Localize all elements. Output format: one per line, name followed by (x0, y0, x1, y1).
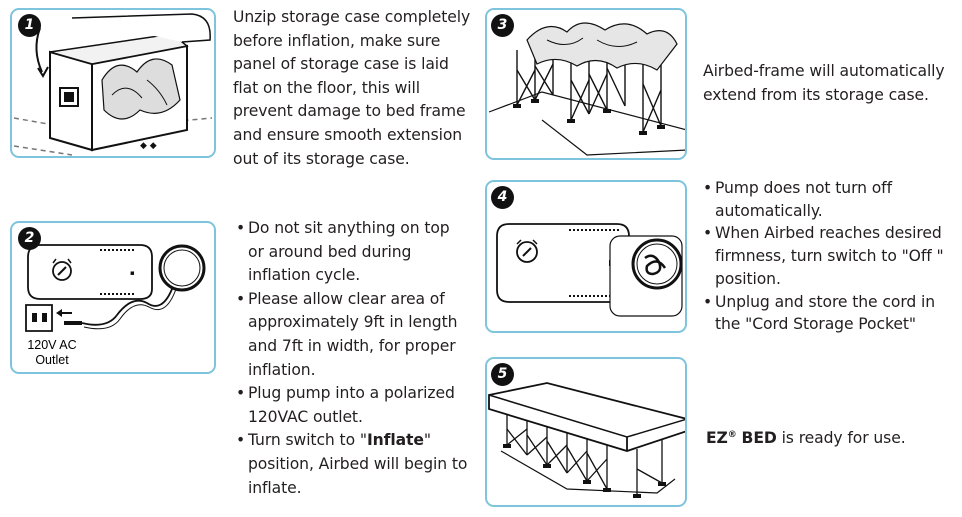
outlet-label-line-1: 120V AC (27, 338, 77, 352)
step-2-illustration-panel: ▪ 2 120V AC Outlet (10, 221, 216, 374)
finished-bed-illustration (488, 382, 685, 498)
step-4-illustration-panel: 4 (485, 180, 687, 333)
step-2-instructions: Do not sit anything on top or around bed… (236, 217, 468, 500)
step-5-illustration-panel: 5 (485, 357, 687, 507)
step-5-text: is ready for use. (776, 429, 906, 448)
registered-mark: ® (727, 430, 737, 440)
step-4-bullet: Pump does not turn off automatically. (703, 177, 958, 222)
step-1-instructions: Unzip storage case completely before inf… (233, 6, 473, 171)
step-4-instructions: Pump does not turn off automatically. Wh… (703, 177, 958, 336)
inflate-label: Inflate (366, 431, 424, 450)
step-2-bullet: Do not sit anything on top or around bed… (236, 217, 468, 288)
step-1-number-badge: 1 (18, 14, 41, 37)
brand-name-bed: BED (741, 429, 777, 448)
step-5-instructions: EZ® BED is ready for use. (706, 424, 956, 451)
step-5-number-badge: 5 (491, 363, 514, 386)
outlet-label-line-2: Outlet (35, 353, 69, 367)
step-2-bullet-list: Do not sit anything on top or around bed… (236, 217, 468, 500)
step-2-bullet: Plug pump into a polarized 120VAC outlet… (236, 382, 468, 429)
step-2-bullet-prefix: Turn switch to " (248, 431, 367, 450)
step-1-illustration-panel: ◆ ◆ 1 (10, 8, 216, 158)
step-2-bullet-suffix: " position, Airbed will begin to inflate… (248, 431, 468, 497)
pump-switch-off-illustration (496, 223, 683, 317)
step-2-bullet-inflate: Turn switch to "Inflate" position, Airbe… (236, 429, 468, 500)
svg-text:▪: ▪ (130, 269, 135, 277)
frame-extending-illustration (488, 22, 685, 156)
brand-name-ez: EZ (706, 429, 728, 448)
outlet-label: 120V AC Outlet (20, 338, 84, 368)
step-1-text: Unzip storage case completely before inf… (233, 8, 471, 168)
plug-in-pump-illustration: ▪ (25, 244, 206, 332)
unzip-storage-case-illustration: ◆ ◆ (13, 13, 213, 156)
step-4-bullet: Unplug and store the cord in the "Cord S… (703, 291, 958, 336)
step-5-text-line: EZ® BED is ready for use. (706, 424, 956, 451)
step-4-number-badge: 4 (491, 186, 514, 209)
step-3-instructions: Airbed-frame will automatically extend f… (703, 60, 958, 107)
step-4-bullet: When Airbed reaches desired firmness, tu… (703, 222, 958, 290)
svg-text:◆ ◆: ◆ ◆ (140, 141, 157, 151)
step-3-illustration-panel: 3 (485, 8, 687, 160)
step-2-bullet: Please allow clear area of approximately… (236, 288, 468, 382)
step-2-number-badge: 2 (18, 227, 41, 250)
step-3-text: Airbed-frame will automatically extend f… (703, 62, 945, 104)
step-3-number-badge: 3 (491, 14, 514, 37)
step-4-bullet-list: Pump does not turn off automatically. Wh… (703, 177, 958, 336)
